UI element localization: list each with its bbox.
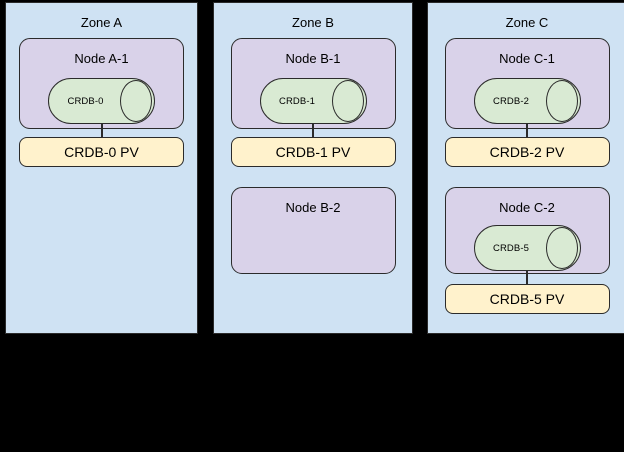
node-b1: Node B-1 CRDB-1 bbox=[230, 38, 396, 129]
crdb-1-pv: CRDB-1 PV bbox=[230, 137, 396, 167]
connector-crdb0-pv bbox=[100, 123, 103, 137]
node-c2-label: Node C-2 bbox=[499, 200, 555, 215]
zone-a-label: Zone A bbox=[80, 15, 123, 30]
zone-c-label: Zone C bbox=[505, 15, 549, 30]
node-a1-label: Node A-1 bbox=[74, 51, 129, 66]
crdb-2-pv-label: CRDB-2 PV bbox=[489, 144, 565, 160]
crdb-1-label: CRDB-1 bbox=[279, 95, 315, 107]
crdb-2-cylinder: CRDB-2 bbox=[473, 78, 581, 124]
zone-b-label: Zone B bbox=[292, 15, 334, 30]
cylinder-cap bbox=[120, 80, 152, 122]
crdb-0-label: CRDB-0 bbox=[67, 95, 104, 107]
crdb-0-pv: CRDB-0 PV bbox=[19, 137, 184, 167]
node-c1-label: Node C-1 bbox=[499, 51, 555, 66]
connector-crdb5-pv bbox=[526, 270, 528, 284]
cylinder-cap bbox=[331, 80, 364, 122]
crdb-5-pv: CRDB-5 PV bbox=[444, 284, 610, 314]
crdb-0-pv-label: CRDB-0 PV bbox=[64, 144, 139, 160]
crdb-0-cylinder: CRDB-0 bbox=[48, 78, 155, 124]
cylinder-cap bbox=[545, 227, 578, 269]
zone-a: Zone A Node A-1 CRDB-0 CRDB-0 PV bbox=[5, 2, 198, 334]
zone-b: Zone B Node B-1 CRDB-1 CRDB-1 PV Node B-… bbox=[213, 2, 413, 334]
crdb-5-label: CRDB-5 bbox=[493, 242, 529, 254]
crdb-1-pv-label: CRDB-1 PV bbox=[275, 144, 351, 160]
crdb-5-pv-label: CRDB-5 PV bbox=[489, 291, 565, 307]
node-c2: Node C-2 CRDB-5 bbox=[444, 187, 610, 274]
cylinder-cap bbox=[545, 80, 578, 122]
node-b1-label: Node B-1 bbox=[285, 51, 341, 66]
zone-c: Zone C Node C-1 CRDB-2 CRDB-2 PV Node C-… bbox=[427, 2, 624, 334]
crdb-5-cylinder: CRDB-5 bbox=[473, 225, 581, 271]
node-b2-label: Node B-2 bbox=[285, 200, 341, 215]
node-c1: Node C-1 CRDB-2 bbox=[444, 38, 610, 129]
crdb-1-cylinder: CRDB-1 bbox=[259, 78, 367, 124]
connector-crdb2-pv bbox=[526, 123, 528, 137]
crdb-2-pv: CRDB-2 PV bbox=[444, 137, 610, 167]
connector-crdb1-pv bbox=[312, 123, 314, 137]
node-a1: Node A-1 CRDB-0 bbox=[19, 38, 184, 129]
crdb-2-label: CRDB-2 bbox=[493, 95, 529, 107]
node-b2: Node B-2 bbox=[230, 187, 396, 274]
